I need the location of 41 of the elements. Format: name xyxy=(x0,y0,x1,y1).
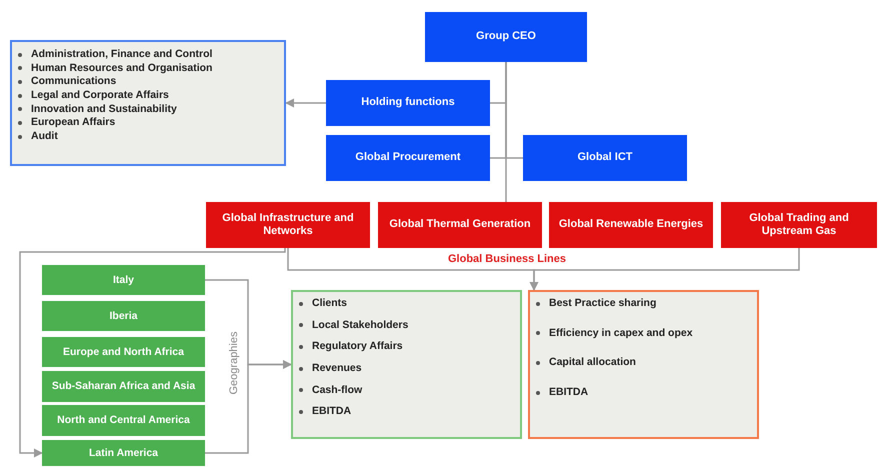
arrow xyxy=(530,248,800,291)
list-item: Human Resources and Organisation xyxy=(31,62,212,76)
list-item: Efficiency in capex and opex xyxy=(549,326,693,340)
bullet-list-box xyxy=(10,40,286,166)
unit-box: Holding functions xyxy=(326,80,490,126)
list-item: Cash-flow xyxy=(312,384,362,398)
group-label: Geographies xyxy=(228,330,240,396)
region-box: Italy xyxy=(42,265,205,295)
list-item: Capital allocation xyxy=(549,356,636,370)
list-item: Communications xyxy=(31,75,116,89)
list-item: Regulatory Affairs xyxy=(312,340,403,354)
arrow xyxy=(205,360,292,454)
region-box: Sub-Saharan Africa and Asia xyxy=(42,371,205,402)
unit-box: Global Thermal Generation xyxy=(378,202,542,248)
unit-box: Global ICT xyxy=(523,135,687,181)
list-item: Revenues xyxy=(312,362,362,376)
arrow xyxy=(19,248,286,458)
unit-box: Global Renewable Energies xyxy=(549,202,713,248)
list-item: Best Practice sharing xyxy=(549,297,656,311)
group-label: Global Business Lines xyxy=(445,253,569,265)
list-item: Innovation and Sustainability xyxy=(31,102,177,116)
list-item: Local Stakeholders xyxy=(312,318,408,332)
list-item: Administration, Finance and Control xyxy=(31,48,212,62)
unit-box: Global Infrastructure and Networks xyxy=(206,202,370,248)
connector-line xyxy=(505,62,507,202)
list-item: Clients xyxy=(312,297,348,311)
bullet-list-box xyxy=(291,290,522,439)
list-item: European Affairs xyxy=(31,116,116,130)
unit-box: Group CEO xyxy=(425,12,587,62)
unit-box: Global Procurement xyxy=(326,135,490,181)
list-item: Audit xyxy=(31,130,58,144)
arrow xyxy=(285,98,326,108)
region-box: Iberia xyxy=(42,301,205,331)
list-item: Legal and Corporate Affairs xyxy=(31,88,169,103)
unit-box: Global Trading and Upstream Gas xyxy=(721,202,877,248)
bullet-list-box xyxy=(528,290,759,439)
list-item: EBITDA xyxy=(549,386,588,400)
region-box: North and Central America xyxy=(42,405,205,436)
region-box: Europe and North Africa xyxy=(42,337,205,367)
region-box: Latin America xyxy=(42,440,205,466)
list-item: EBITDA xyxy=(312,405,352,419)
